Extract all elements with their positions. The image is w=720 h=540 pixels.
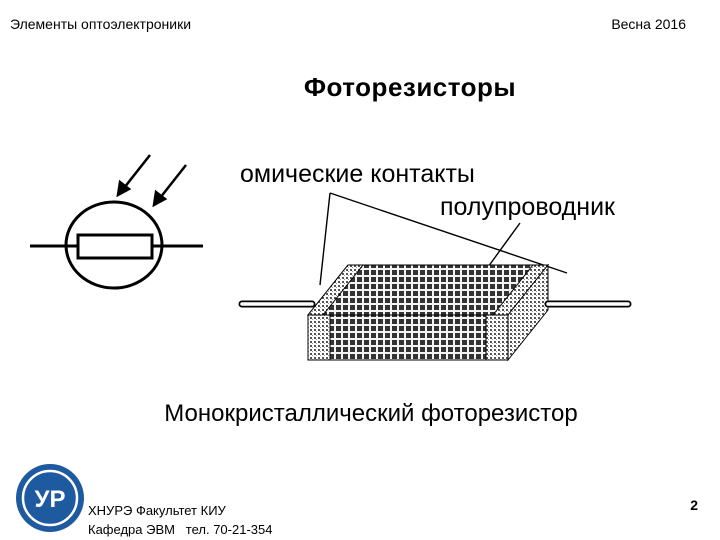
header-semester: Весна 2016 [611, 16, 686, 32]
semiconductor-side [507, 263, 549, 362]
header-course-title: Элементы оптоэлектроники [10, 16, 192, 32]
page-number: 2 [690, 497, 698, 513]
logo-text: УР [35, 486, 66, 513]
footer-university: ХНУРЭ Факультет КИУ [88, 503, 226, 518]
contact-right-front [485, 314, 509, 361]
contact-left-front [307, 314, 331, 361]
footer-department: Кафедра ЭВМ тел. 70-21-354 [88, 522, 273, 537]
pointer-lines [319, 192, 331, 286]
light-arrows [116, 154, 187, 208]
resistor-body [76, 233, 154, 260]
photoresistor-symbol [30, 154, 203, 290]
slide-title: Фоторезисторы [303, 72, 517, 102]
semiconductor-front [307, 314, 509, 361]
semiconductor-label: полупроводник [440, 193, 615, 221]
figure-caption: Монокристаллический фоторезистор [164, 400, 578, 427]
ohmic-contacts-label: омические контакты [240, 160, 475, 188]
university-logo: УР [16, 464, 84, 532]
photoresistor-illustration [238, 192, 632, 362]
pointer-line [329, 192, 568, 274]
pointer-line [487, 222, 521, 268]
